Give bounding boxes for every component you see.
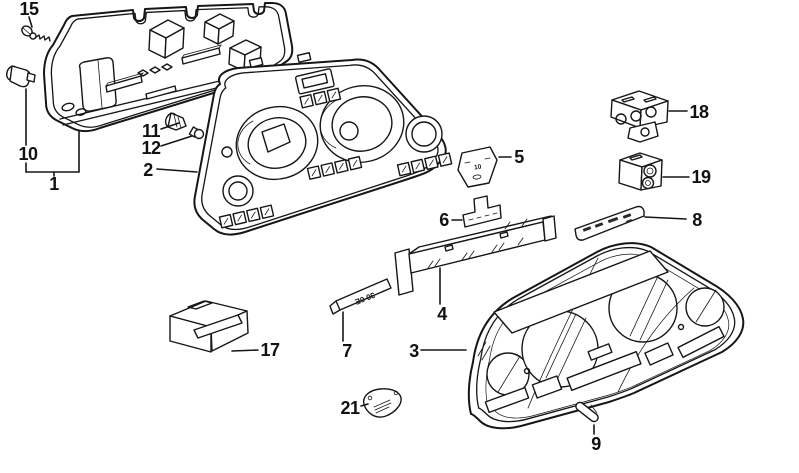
part-dial-carrier	[193, 52, 453, 236]
terminal-block-bottom	[218, 204, 275, 229]
callout-10: 10	[18, 144, 38, 164]
callout-2: 2	[143, 160, 153, 180]
part-connector-18	[610, 90, 669, 143]
callout-19: 19	[691, 167, 711, 187]
small-cup-right	[405, 115, 443, 153]
callout-15: 15	[19, 0, 39, 19]
gauge-cup-right	[319, 85, 405, 163]
relay-cube-2	[203, 13, 235, 45]
callout-8: 8	[692, 210, 702, 230]
callout-17: 17	[260, 340, 280, 360]
terminal-block-top	[294, 68, 342, 109]
callout-12: 12	[141, 138, 161, 158]
lens-top-band	[493, 250, 669, 334]
lens-openings	[486, 273, 725, 396]
part-cover-lens-21	[363, 388, 402, 418]
part-connector-19	[618, 152, 663, 191]
callout-6: 6	[439, 210, 449, 230]
callout-18: 18	[689, 102, 709, 122]
part-screw	[21, 25, 51, 42]
small-cup-left	[222, 175, 254, 207]
lens-windows	[484, 325, 725, 414]
lamp-module-block	[78, 57, 117, 112]
callout-9: 9	[591, 434, 601, 454]
callout-21: 21	[340, 398, 360, 418]
part-label-strip-7: 30 0E	[329, 278, 392, 315]
terminal-block-mid	[306, 155, 363, 180]
terminal-block-right	[396, 152, 453, 177]
part-coding-plug-17	[169, 300, 249, 353]
relay-cube-1	[148, 19, 185, 59]
part-light-guide	[394, 215, 557, 296]
callout-1: 1	[49, 174, 59, 194]
part-bulb-12	[188, 126, 205, 140]
callout-4: 4	[437, 304, 447, 324]
callout-5: 5	[514, 147, 524, 167]
gauge-cup-left	[235, 105, 319, 181]
part-holder-bracket-6	[462, 195, 502, 228]
callout-3: 3	[409, 341, 419, 361]
callout-11: 11	[141, 121, 161, 141]
part-type-label-8	[574, 205, 645, 241]
part-symbol-plate-5: 10	[457, 146, 498, 188]
part-bulb-socket-10	[6, 65, 36, 88]
leader-lines	[25, 16, 690, 435]
part-pin-9	[575, 401, 599, 423]
callout-7: 7	[342, 341, 352, 361]
symbol-plate-marking: 10	[474, 163, 483, 171]
part-front-lens	[467, 242, 745, 430]
